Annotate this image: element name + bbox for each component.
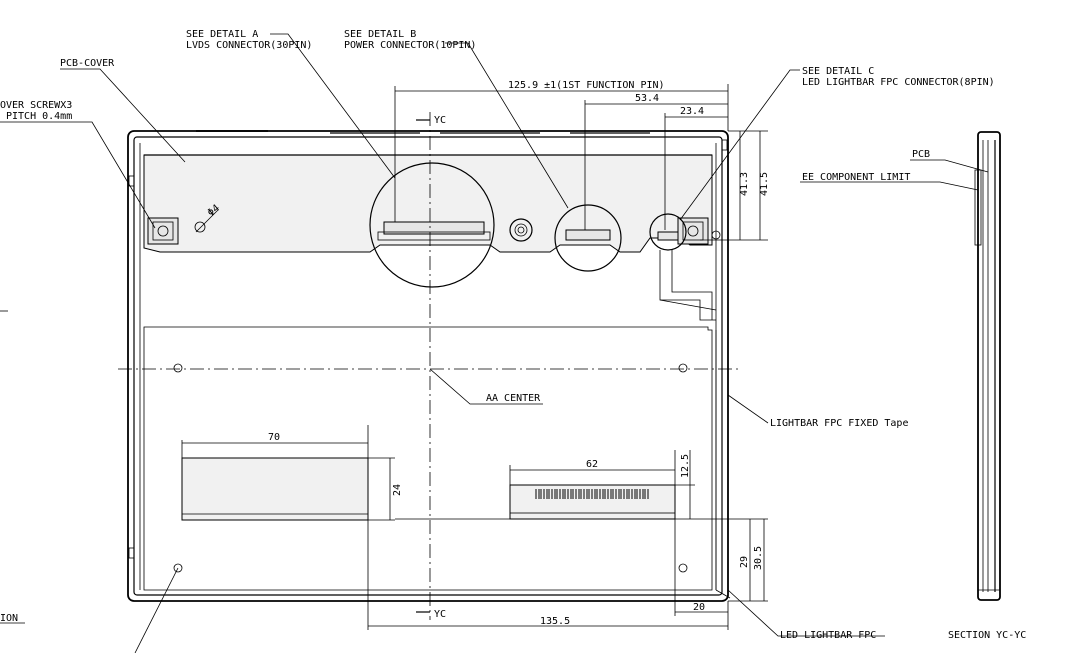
dim-12-5: 12.5 xyxy=(680,454,691,478)
section-view xyxy=(974,131,1001,601)
led-fpc-strip xyxy=(659,250,717,321)
backlight-sheet xyxy=(143,326,731,599)
cover-screw-label: OVER SCREWX3 xyxy=(0,100,72,111)
detail-a-subtitle: LVDS CONNECTOR(30PIN) xyxy=(186,40,312,51)
detail-b-title: SEE DETAIL B xyxy=(344,29,416,40)
detail-c-subtitle: LED LIGHTBAR FPC CONNECTOR(8PIN) xyxy=(802,77,995,88)
detail-b-circle xyxy=(554,204,622,272)
section-label: SECTION YC-YC xyxy=(948,630,1026,641)
pitch-label: PITCH 0.4mm xyxy=(6,111,72,122)
leader-lines xyxy=(0,33,989,653)
detail-a-circle xyxy=(369,162,495,288)
annotation-texts: SEE DETAIL A LVDS CONNECTOR(30PIN) SEE D… xyxy=(0,29,1026,641)
yc-bottom-label: YC xyxy=(434,609,446,620)
dimension-lines xyxy=(181,84,768,630)
dim-24: 24 xyxy=(392,484,403,496)
dim-53-4: 53.4 xyxy=(635,93,659,104)
dim-30-5: 30.5 xyxy=(753,546,764,570)
dim-125-9: 125.9 ±1(1ST FUNCTION PIN) xyxy=(508,80,665,91)
pcb-cover-label: PCB-COVER xyxy=(60,58,115,69)
dim-70: 70 xyxy=(268,432,280,443)
detail-c-title: SEE DETAIL C xyxy=(802,66,874,77)
lightbar-tape-label: LIGHTBAR FPC FIXED Tape xyxy=(770,418,908,429)
dim-135-5: 135.5 xyxy=(540,616,570,627)
dim-29: 29 xyxy=(739,556,750,568)
pcb-cover-region xyxy=(143,154,721,253)
detail-a-title: SEE DETAIL A xyxy=(186,29,258,40)
dim-41-5: 41.5 xyxy=(759,172,770,196)
dim-20: 20 xyxy=(693,602,705,613)
pcb-label: PCB xyxy=(912,149,930,160)
dim-41-3: 41.3 xyxy=(739,172,750,196)
aa-center-label: AA CENTER xyxy=(486,393,541,404)
ion-fragment-label: ION xyxy=(0,613,18,624)
led-lightbar-fpc-label: LED LIGHTBAR FPC xyxy=(780,630,876,641)
barcode-block xyxy=(509,484,676,520)
detail-c-circle xyxy=(649,213,687,251)
dim-23-4: 23.4 xyxy=(680,106,704,117)
ee-component-limit-label: EE COMPONENT LIMIT xyxy=(802,172,910,183)
barcode-bars xyxy=(535,489,649,499)
dimension-texts: 125.9 ±1(1ST FUNCTION PIN) 53.4 23.4 41.… xyxy=(268,80,770,627)
yc-top-label: YC xyxy=(434,115,446,126)
detail-b-subtitle: POWER CONNECTOR(10PIN) xyxy=(344,40,476,51)
center-lines xyxy=(118,112,740,620)
power-coax xyxy=(509,218,533,242)
dim-62: 62 xyxy=(586,459,598,470)
label-block-left xyxy=(181,457,369,521)
